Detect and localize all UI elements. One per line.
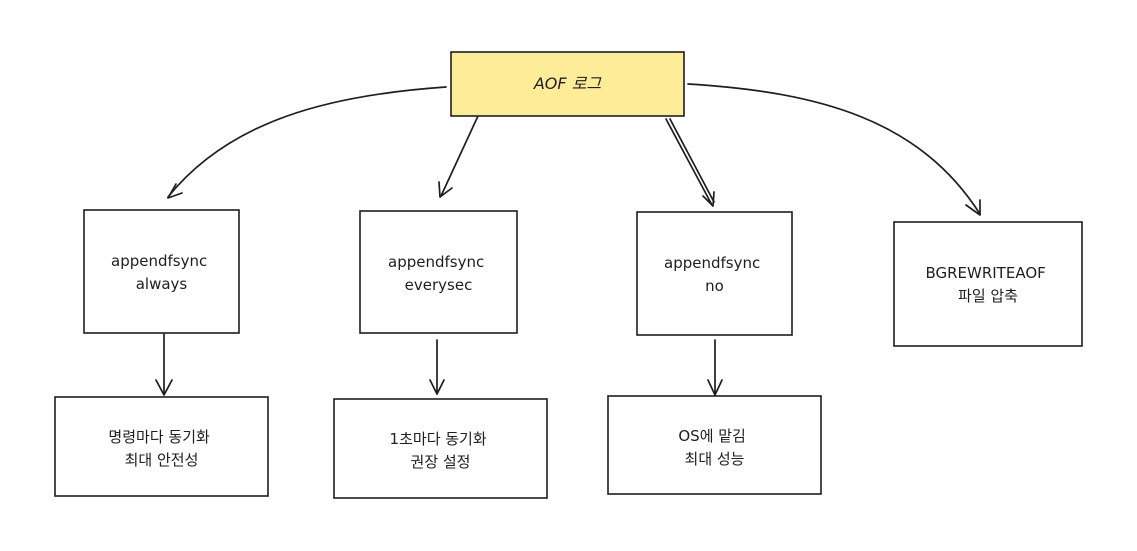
edge-root-to-everysec xyxy=(438,115,479,198)
edge-everysec-to-desc xyxy=(429,339,445,395)
node-bgrewrite-box xyxy=(893,221,1083,347)
edge-no-to-desc xyxy=(707,339,723,396)
node-everysec-line2: everysec xyxy=(405,276,473,294)
node-always: appendfsync always xyxy=(83,209,240,334)
node-everysec-desc-box xyxy=(333,398,548,499)
node-everysec-desc-line1: 1초마다 동기화 xyxy=(390,430,487,448)
node-always-line2: always xyxy=(136,275,188,293)
node-no-desc: OS에 맡김 최대 성능 xyxy=(607,395,822,495)
node-no-desc-line1: OS에 맡김 xyxy=(678,427,746,445)
node-no-desc-line2: 최대 성능 xyxy=(685,450,745,468)
node-everysec-desc-line2: 권장 설정 xyxy=(411,453,471,471)
node-everysec-desc: 1초마다 동기화 권장 설정 xyxy=(333,398,548,499)
svg-text:명령마다 동기화 최대 안전성: 명령마다 동기화 최대 안전성 xyxy=(108,428,214,469)
node-always-box xyxy=(83,209,240,334)
svg-text:1초마다 동기화 권장 설정: 1초마다 동기화 권장 설정 xyxy=(390,430,492,471)
node-no-line1: appendfsync xyxy=(664,254,760,272)
svg-text:OS에 맡김 최대 성능: OS에 맡김 최대 성능 xyxy=(678,427,750,468)
svg-text:BGREWRITEAOF 파일 압축: BGREWRITEAOF 파일 압축 xyxy=(925,264,1050,305)
node-bgrewrite-line2: 파일 압축 xyxy=(958,287,1018,305)
node-always-desc-box xyxy=(54,396,269,497)
node-bgrewrite-line1: BGREWRITEAOF xyxy=(925,264,1045,282)
svg-text:appendfsync always: appendfsync always xyxy=(111,252,212,293)
svg-text:AOF 로그: AOF 로그 xyxy=(533,74,603,93)
node-no-line2: no xyxy=(705,277,724,295)
node-everysec-line1: appendfsync xyxy=(388,253,484,271)
svg-text:appendfsync no: appendfsync no xyxy=(664,254,765,295)
node-always-desc: 명령마다 동기화 최대 안전성 xyxy=(54,396,269,497)
node-always-desc-line1: 명령마다 동기화 xyxy=(108,428,210,446)
node-no: appendfsync no xyxy=(636,211,793,336)
svg-text:appendfsync everysec: appendfsync everysec xyxy=(388,253,489,294)
node-everysec: appendfsync everysec xyxy=(359,210,518,334)
node-no-desc-box xyxy=(607,395,822,495)
node-always-desc-line2: 최대 안전성 xyxy=(125,451,199,469)
edge-root-to-no xyxy=(665,118,715,207)
node-no-box xyxy=(636,211,793,336)
node-bgrewrite: BGREWRITEAOF 파일 압축 xyxy=(893,221,1083,347)
edge-root-to-bgrewrite xyxy=(687,83,981,216)
node-everysec-box xyxy=(359,210,518,334)
node-root-box xyxy=(450,51,685,117)
node-root-label: AOF 로그 xyxy=(533,74,603,93)
edge-root-to-always xyxy=(167,86,447,199)
edge-always-to-desc xyxy=(155,333,173,396)
node-root: AOF 로그 xyxy=(450,51,685,117)
node-always-line1: appendfsync xyxy=(111,252,207,270)
